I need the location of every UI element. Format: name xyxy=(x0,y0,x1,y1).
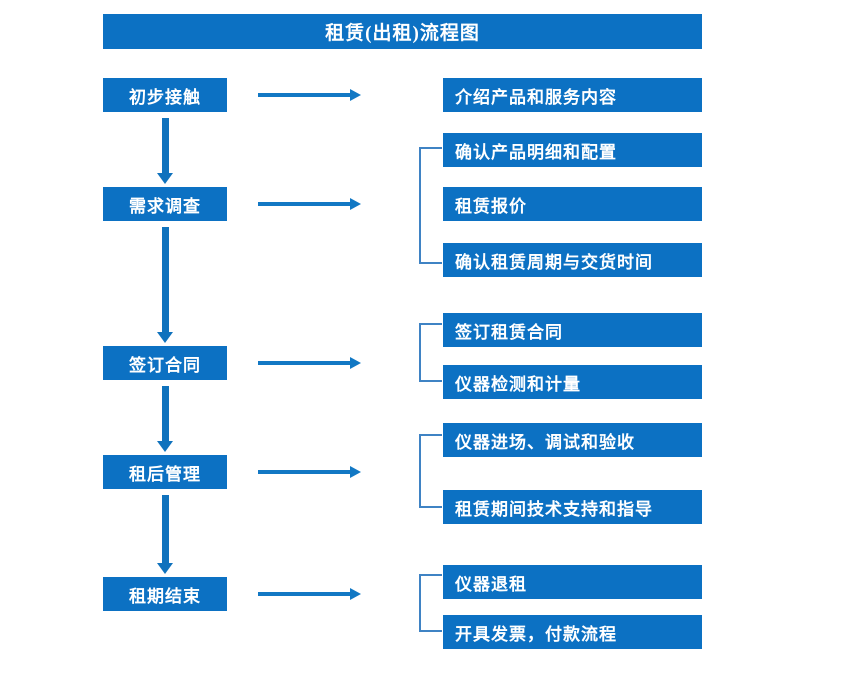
vertical-arrow-icon-3 xyxy=(157,386,173,452)
detail-box-instrument-inspection[interactable]: 仪器检测和计量 xyxy=(443,365,702,399)
chart-title: 租赁(出租)流程图 xyxy=(103,14,702,49)
detail-box-rental-quote[interactable]: 租赁报价 xyxy=(443,187,702,221)
group-bracket-post-rental xyxy=(419,434,442,508)
vertical-arrow-icon-4 xyxy=(157,495,173,574)
horizontal-arrow-icon-5 xyxy=(258,588,361,600)
stage-box-sign-contract[interactable]: 签订合同 xyxy=(103,346,227,380)
detail-box-confirm-product-spec[interactable]: 确认产品明细和配置 xyxy=(443,133,702,167)
vertical-arrow-icon-2 xyxy=(157,227,173,343)
stage-box-rental-end[interactable]: 租期结束 xyxy=(103,577,227,611)
detail-box-instrument-entry-commissioning[interactable]: 仪器进场、调试和验收 xyxy=(443,423,702,457)
detail-box-invoice-payment[interactable]: 开具发票，付款流程 xyxy=(443,615,702,649)
group-bracket-sign-contract xyxy=(419,323,442,382)
group-bracket-rental-end xyxy=(419,574,442,632)
detail-box-technical-support[interactable]: 租赁期间技术支持和指导 xyxy=(443,490,702,524)
detail-box-sign-rental-contract[interactable]: 签订租赁合同 xyxy=(443,313,702,347)
group-bracket-demand-survey xyxy=(419,147,442,264)
horizontal-arrow-icon-1 xyxy=(258,89,361,101)
horizontal-arrow-icon-4 xyxy=(258,466,361,478)
vertical-arrow-icon-1 xyxy=(157,118,173,184)
horizontal-arrow-icon-3 xyxy=(258,357,361,369)
stage-box-post-rental-management[interactable]: 租后管理 xyxy=(103,455,227,489)
stage-box-initial-contact[interactable]: 初步接触 xyxy=(103,78,227,112)
detail-box-introduce-products[interactable]: 介绍产品和服务内容 xyxy=(443,78,702,112)
detail-box-confirm-period-delivery[interactable]: 确认租赁周期与交货时间 xyxy=(443,243,702,277)
horizontal-arrow-icon-2 xyxy=(258,198,361,210)
detail-box-instrument-return[interactable]: 仪器退租 xyxy=(443,565,702,599)
stage-box-demand-survey[interactable]: 需求调查 xyxy=(103,187,227,221)
